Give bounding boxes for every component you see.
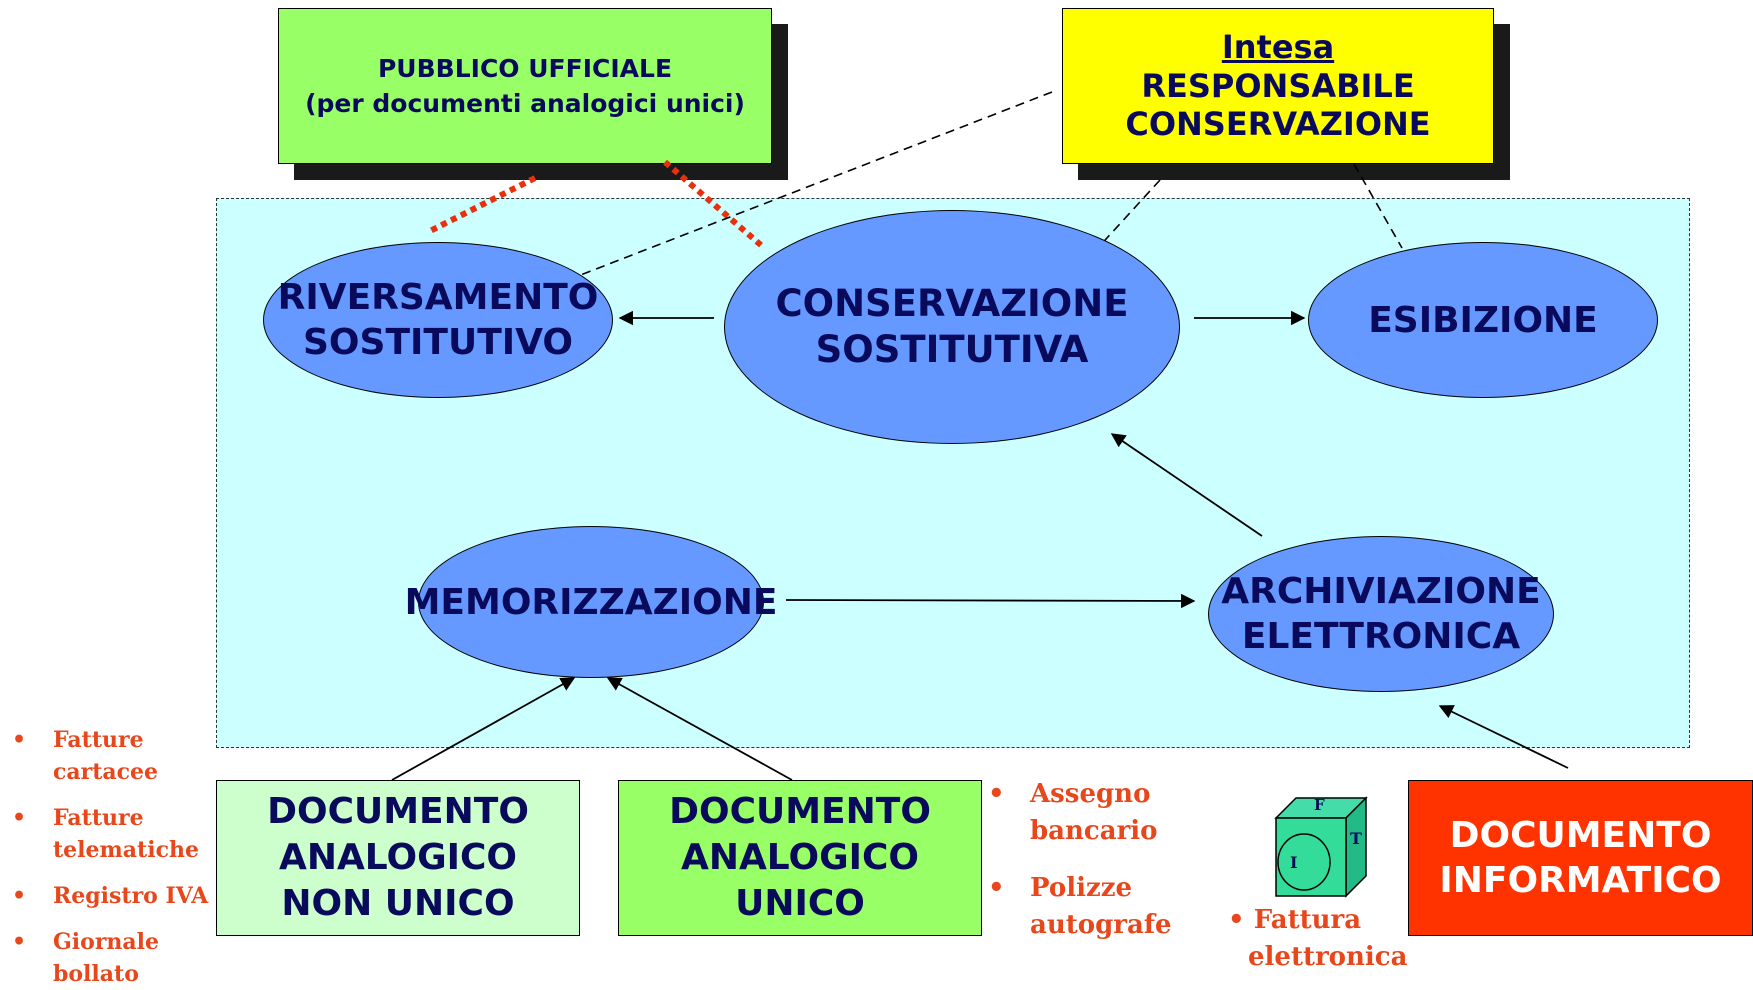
memorizzazione-ellipse: MEMORIZZAZIONE <box>405 526 777 678</box>
pubblico-ufficiale-line2: (per documenti analogici unici) <box>305 89 745 118</box>
pubblico-ufficiale-line1: PUBBLICO UFFICIALE <box>377 54 673 83</box>
fattura-elettronica-caption: • Fattura elettronica <box>1228 902 1407 976</box>
bullet-dot: • <box>988 873 1005 903</box>
bullet-dot: • <box>12 727 27 753</box>
riversamento-line1: RIVERSAMENTO <box>277 277 599 318</box>
caption-text-line1: Fattura <box>1253 905 1362 935</box>
dashed-line-to-esibizione <box>1353 163 1403 249</box>
list-item: • Registro IVA <box>12 880 212 912</box>
documento-analogico-unico-box: DOCUMENTO ANALOGICO UNICO <box>618 780 982 936</box>
list-item-line2: autografe <box>1030 910 1172 940</box>
responsabile-line2: CONSERVAZIONE <box>1125 105 1431 144</box>
riversamento-ellipse: RIVERSAMENTO SOSTITUTIVO <box>263 242 613 398</box>
list-item-line1: Assegno <box>1030 779 1151 809</box>
cube-icon: F T I <box>1274 796 1368 898</box>
list-item-line2: bancario <box>1030 816 1158 846</box>
red-dotted-line-left <box>426 175 537 235</box>
archiviazione-line2: ELETTRONICA <box>1241 616 1521 657</box>
pubblico-ufficiale-box: PUBBLICO UFFICIALE (per documenti analog… <box>278 8 772 164</box>
bullet-dot: • <box>12 883 27 909</box>
unico-line3: UNICO <box>735 883 865 925</box>
list-item: • Fatture cartacee <box>12 724 212 788</box>
middle-bullet-list: • Assegno bancario • Polizze autografe <box>988 776 1178 944</box>
left-bullet-list: • Fatture cartacee • Fatture telematiche… <box>12 724 212 990</box>
bullet-dot: • <box>12 805 27 831</box>
list-item-line2: cartacee <box>53 759 159 785</box>
red-dotted-line-right <box>663 159 764 249</box>
bullet-dot: • <box>988 779 1005 809</box>
archiviazione-ellipse: ARCHIVIAZIONE ELETTRONICA <box>1208 536 1554 692</box>
conservazione-ellipse: CONSERVAZIONE SOSTITUTIVA <box>724 210 1180 444</box>
cube-face-front: I <box>1290 853 1297 872</box>
list-item-line1: Fatture <box>53 727 144 753</box>
responsabile-conservazione-box: Intesa RESPONSABILE CONSERVAZIONE <box>1062 8 1494 164</box>
list-item: • Assegno bancario <box>988 776 1178 850</box>
dashed-line-to-conservazione <box>1095 179 1161 251</box>
arrow-unico-to-memorizzazione <box>606 677 793 781</box>
conservazione-line1: CONSERVAZIONE <box>775 281 1129 325</box>
list-item-line1: Fatture <box>53 805 144 831</box>
caption-line1: • Fattura <box>1228 902 1407 939</box>
non-unico-line2: ANALOGICO <box>278 836 518 878</box>
conservazione-line2: SOSTITUTIVA <box>815 328 1089 371</box>
list-item: • Polizze autografe <box>988 870 1178 944</box>
documento-analogico-non-unico-box: DOCUMENTO ANALOGICO NON UNICO <box>216 780 580 936</box>
unico-line1: DOCUMENTO <box>669 790 931 832</box>
list-item-line1: Registro IVA <box>53 883 209 909</box>
informatico-line2: INFORMATICO <box>1439 860 1722 901</box>
intesa-heading: Intesa <box>1221 28 1335 67</box>
arrow-informatico-to-archiviazione <box>1438 705 1569 769</box>
arrow-memorizzazione-to-archiviazione <box>785 593 1196 609</box>
informatico-line1: DOCUMENTO <box>1449 815 1712 856</box>
memorizzazione-line1: MEMORIZZAZIONE <box>404 581 778 623</box>
cube-face-right: T <box>1350 829 1362 848</box>
caption-bullet: • <box>1228 905 1245 935</box>
non-unico-line3: NON UNICO <box>281 883 515 925</box>
bullet-dot: • <box>12 929 27 955</box>
esibizione-ellipse: ESIBIZIONE <box>1308 242 1658 398</box>
arrow-archiviazione-to-conservazione <box>1110 433 1263 537</box>
esibizione-line1: ESIBIZIONE <box>1368 299 1598 341</box>
dashed-line-to-riversamento <box>577 91 1053 277</box>
archiviazione-line1: ARCHIVIAZIONE <box>1221 571 1541 612</box>
list-item: • Fatture telematiche <box>12 802 212 866</box>
caption-text-line2: elettronica <box>1248 942 1408 972</box>
list-item-line1: Polizze <box>1030 873 1133 903</box>
unico-line2: ANALOGICO <box>680 836 920 878</box>
list-item-line1: Giornale <box>53 929 160 955</box>
list-item-line2: bollato <box>53 961 139 987</box>
list-item: • Giornale bollato <box>12 926 212 990</box>
responsabile-line1: RESPONSABILE <box>1141 66 1415 105</box>
cube-face-top: F <box>1314 796 1325 814</box>
documento-informatico-box: DOCUMENTO INFORMATICO <box>1408 780 1753 936</box>
list-item-line2: telematiche <box>53 837 199 863</box>
riversamento-line2: SOSTITUTIVO <box>303 322 573 363</box>
arrow-non-unico-to-memorizzazione <box>391 677 576 781</box>
non-unico-line1: DOCUMENTO <box>267 790 529 832</box>
